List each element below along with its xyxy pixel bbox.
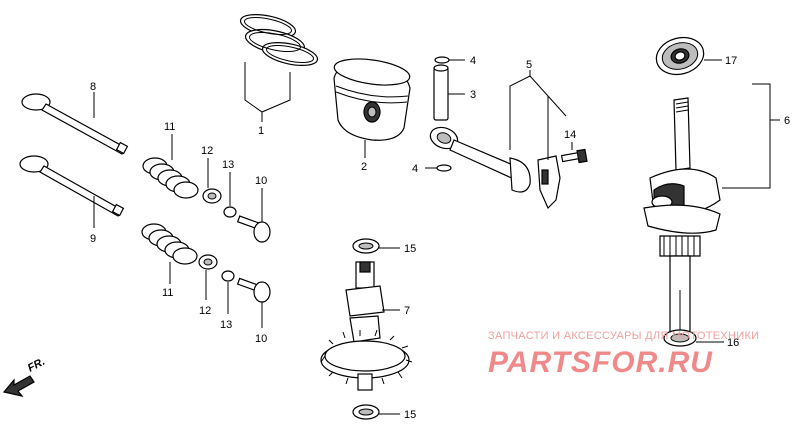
valve-cotter-lower	[221, 270, 235, 282]
front-arrow-icon	[2, 375, 35, 397]
piston-rings	[239, 14, 319, 66]
watermark-logo: PARTSFOR.RU	[488, 346, 713, 379]
callout-14: 14	[564, 129, 576, 141]
circlip-lower	[436, 164, 452, 172]
camshaft-washer-upper	[352, 238, 380, 254]
valve-tappet-upper	[236, 215, 271, 243]
callout-13b: 13	[220, 319, 232, 331]
callout-3: 3	[470, 89, 476, 101]
callout-13a: 13	[222, 159, 234, 171]
callout-11b: 11	[162, 287, 173, 299]
callout-8: 8	[90, 81, 96, 93]
piston	[333, 58, 411, 141]
callout-17: 17	[725, 55, 737, 67]
callout-10b: 10	[255, 333, 267, 345]
callout-4a: 4	[470, 55, 476, 67]
crank-bearing	[655, 36, 705, 76]
camshaft	[320, 261, 413, 391]
callout-7: 7	[404, 305, 410, 317]
valve-spring-upper	[142, 157, 199, 199]
callout-6: 6	[784, 115, 790, 127]
callout-9: 9	[90, 233, 96, 245]
spring-retainer-lower	[198, 254, 218, 270]
callout-12b: 12	[199, 305, 211, 317]
oil-seal-16	[663, 329, 697, 347]
callout-5: 5	[526, 59, 532, 71]
camshaft-washer-lower	[352, 404, 380, 420]
rod-cap	[537, 155, 561, 210]
rod-bolt	[560, 148, 588, 164]
valve-intake	[21, 93, 129, 155]
callout-16: 16	[727, 337, 739, 349]
valve-cotter-upper	[223, 206, 237, 218]
valve-spring-lower	[141, 223, 198, 265]
spring-retainer-upper	[202, 188, 222, 204]
valve-exhaust	[19, 155, 125, 217]
callout-1: 1	[258, 125, 264, 137]
leader-1	[244, 62, 291, 113]
callout-12a: 12	[201, 145, 213, 157]
leader-5	[509, 75, 567, 150]
callout-2: 2	[361, 161, 367, 173]
callout-15b: 15	[404, 409, 416, 421]
valve-tappet-lower	[236, 277, 271, 303]
callout-15a: 15	[404, 243, 416, 255]
callout-4b: 4	[412, 163, 418, 175]
piston-pin	[433, 64, 449, 121]
connecting-rod	[429, 126, 531, 193]
callout-10a: 10	[255, 175, 267, 187]
callout-11a: 11	[164, 121, 175, 133]
front-direction-label: FR.	[26, 356, 47, 375]
circlip-top	[434, 56, 450, 64]
crankshaft	[643, 97, 721, 345]
leader-6	[722, 83, 771, 189]
watermark-tagline: ЗАПЧАСТИ И АКСЕССУАРЫ ДЛЯ МОТОТЕХНИКИ	[488, 330, 760, 342]
